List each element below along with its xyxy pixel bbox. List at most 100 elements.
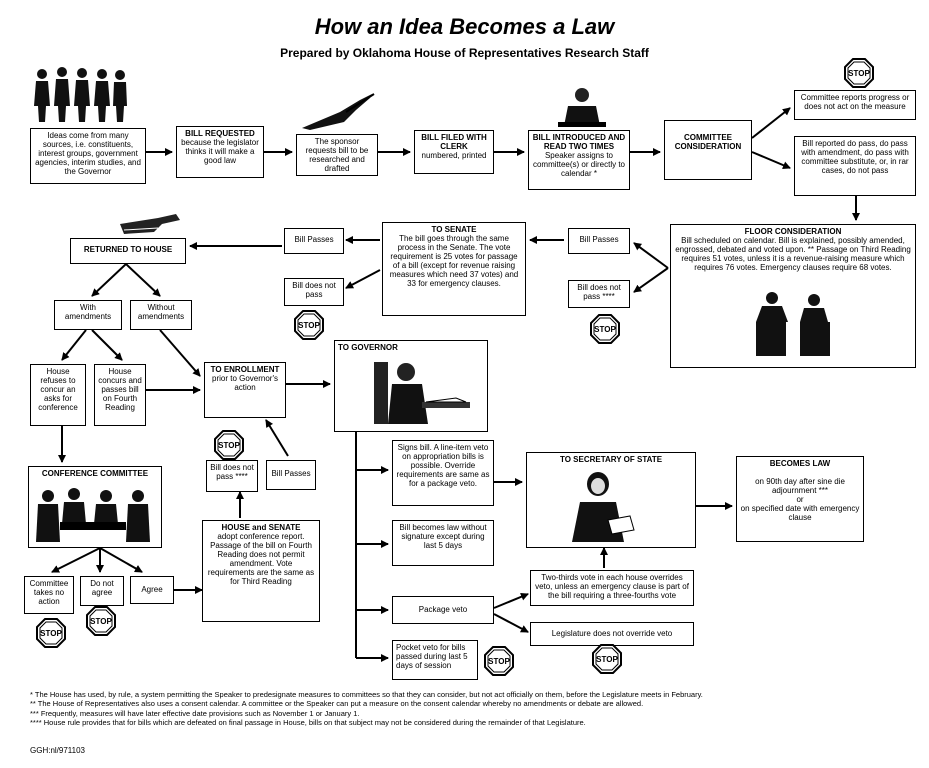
- becomes-law-without-signature-box: Bill becomes law without signature excep…: [392, 520, 494, 566]
- signs-bill-text: Signs bill. A line-item veto on appropri…: [396, 443, 490, 488]
- svg-text:STOP: STOP: [594, 325, 616, 334]
- svg-text:STOP: STOP: [298, 321, 320, 330]
- floor-consideration-text: Bill scheduled on calendar. Bill is expl…: [675, 236, 911, 272]
- stop-sign-icon: STOP: [484, 646, 514, 676]
- pocket-veto-box: Pocket veto for bills passed during last…: [392, 640, 478, 680]
- house-senate-heading: HOUSE and SENATE: [221, 523, 301, 532]
- legislator-reading-icon: [558, 88, 606, 127]
- footnote: ** The House of Representatives also use…: [30, 699, 644, 709]
- committee-reported-text: Bill reported do pass, do pass with amen…: [801, 139, 909, 175]
- becomes-law-90th-day: on 90th day after sine die adjournment *…: [755, 477, 845, 495]
- svg-text:STOP: STOP: [596, 655, 618, 664]
- becomes-law-box: BECOMES LAW on 90th day after sine die ad…: [736, 456, 864, 542]
- conference-bill-passes-text: Bill Passes: [271, 469, 311, 478]
- becomes-law-or: or: [796, 495, 804, 504]
- becomes-law-without-signature-text: Bill becomes law without signature excep…: [399, 523, 487, 550]
- svg-text:STOP: STOP: [218, 441, 240, 450]
- becomes-law-heading: BECOMES LAW: [769, 459, 831, 468]
- returned-to-house-box: RETURNED TO HOUSE: [70, 238, 186, 264]
- with-amendments-text: With amendments: [64, 303, 112, 321]
- house-bill-passes-box: Bill Passes: [568, 228, 630, 254]
- conference-bill-not-pass-text: Bill does not pass ****: [210, 463, 254, 481]
- pointing-hand-icon: [120, 214, 180, 234]
- pocket-veto-text: Pocket veto for bills passed during last…: [396, 643, 468, 670]
- secretary-of-state-heading: TO SECRETARY OF STATE: [559, 455, 663, 464]
- senate-bill-passes-box: Bill Passes: [284, 228, 344, 254]
- footnotes: * The House has used, by rule, a system …: [30, 690, 890, 728]
- house-senate-text: adopt conference report. Passage of the …: [207, 532, 315, 586]
- do-not-agree-box: Do not agree: [80, 576, 124, 606]
- returned-to-house-heading: RETURNED TO HOUSE: [83, 245, 173, 254]
- house-bill-not-pass-text: Bill does not pass ****: [577, 283, 621, 301]
- svg-text:STOP: STOP: [488, 657, 510, 666]
- package-veto-box: Package veto: [392, 596, 494, 624]
- page-title: How an Idea Becomes a Law: [314, 14, 615, 39]
- conference-bill-not-pass-box: Bill does not pass ****: [206, 460, 258, 492]
- house-refuses-box: House refuses to concur an asks for conf…: [30, 364, 86, 426]
- bill-requested-text: because the legislator thinks it will ma…: [181, 138, 259, 165]
- house-bill-passes-text: Bill Passes: [579, 235, 619, 244]
- house-refuses-text: House refuses to concur an asks for conf…: [38, 367, 78, 412]
- stop-sign-icon: STOP: [36, 618, 66, 648]
- ideas-box: Ideas come from many sources, i.e. const…: [30, 128, 146, 184]
- house-concurs-text: House concurs and passes bill on Fourth …: [98, 367, 142, 412]
- package-veto-text: Package veto: [418, 605, 468, 614]
- committee-consideration-heading: COMMITTEE CONSIDERATION: [674, 133, 742, 151]
- committee-no-action-text: Committee takes no action: [29, 579, 69, 606]
- conference-committee-heading: CONFERENCE COMMITTEE: [41, 469, 149, 478]
- sponsor-box: The sponsor requests bill to be research…: [296, 134, 378, 176]
- senate-heading: TO SENATE: [431, 225, 477, 234]
- senate-bill-passes-text: Bill Passes: [294, 235, 334, 244]
- do-not-agree-text: Do not agree: [90, 579, 114, 597]
- committee-consideration-box: COMMITTEE CONSIDERATION: [664, 120, 752, 180]
- house-bill-not-pass-box: Bill does not pass ****: [568, 280, 630, 308]
- bill-introduced-text: Speaker assigns to committee(s) or direc…: [532, 151, 626, 178]
- bill-requested-heading: BILL REQUESTED: [185, 129, 255, 138]
- enrollment-text: prior to Governor's action: [212, 374, 278, 392]
- writing-hand-icon: [302, 93, 375, 130]
- stop-sign-icon: STOP: [214, 430, 244, 460]
- bill-filed-text: numbered, printed: [421, 151, 487, 160]
- footnote: **** House rule provides that for bills …: [30, 718, 586, 728]
- debate-podiums-icon: [756, 292, 830, 356]
- svg-text:STOP: STOP: [40, 629, 62, 638]
- ideas-text: Ideas come from many sources, i.e. const…: [35, 131, 141, 176]
- floor-consideration-heading: FLOOR CONSIDERATION: [744, 227, 842, 236]
- bill-introduced-heading: BILL INTRODUCED AND READ TWO TIMES: [532, 133, 626, 151]
- committee-reported-box: Bill reported do pass, do pass with amen…: [794, 136, 916, 196]
- two-thirds-override-text: Two-thirds vote in each house overrides …: [535, 573, 689, 600]
- enrollment-heading: TO ENROLLMENT: [210, 365, 280, 374]
- stop-sign-icon: STOP: [844, 58, 874, 88]
- becomes-law-specified-date: on specified date with emergency clause: [740, 504, 860, 522]
- two-thirds-override-box: Two-thirds vote in each house overrides …: [530, 570, 694, 606]
- stop-sign-icon: STOP: [592, 644, 622, 674]
- senate-bill-not-pass-text: Bill does not pass: [292, 281, 336, 299]
- secretary-of-state-icon: [572, 472, 635, 542]
- conference-meeting-icon: [36, 488, 150, 542]
- conference-bill-passes-box: Bill Passes: [266, 460, 316, 490]
- agree-text: Agree: [141, 585, 163, 594]
- senate-text: The bill goes through the same process i…: [389, 234, 519, 288]
- people-crowd-icon: [34, 67, 127, 122]
- agree-box: Agree: [130, 576, 174, 604]
- signs-bill-box: Signs bill. A line-item veto on appropri…: [392, 440, 494, 506]
- governor-signing-icon: [374, 362, 470, 424]
- stop-sign-icon: STOP: [294, 310, 324, 340]
- document-code: GGH:nl/971103: [30, 746, 85, 755]
- committee-progress-text: Committee reports progress or does not a…: [800, 93, 910, 111]
- senate-bill-not-pass-box: Bill does not pass: [284, 278, 344, 306]
- committee-no-action-box: Committee takes no action: [24, 576, 74, 614]
- no-override-box: Legislature does not override veto: [530, 622, 694, 646]
- stop-sign-icon: STOP: [590, 314, 620, 344]
- without-amendments-text: Without amendments: [137, 303, 185, 321]
- stop-sign-icon: STOP: [86, 606, 116, 636]
- svg-text:STOP: STOP: [848, 69, 870, 78]
- governor-heading: TO GOVERNOR: [338, 343, 398, 352]
